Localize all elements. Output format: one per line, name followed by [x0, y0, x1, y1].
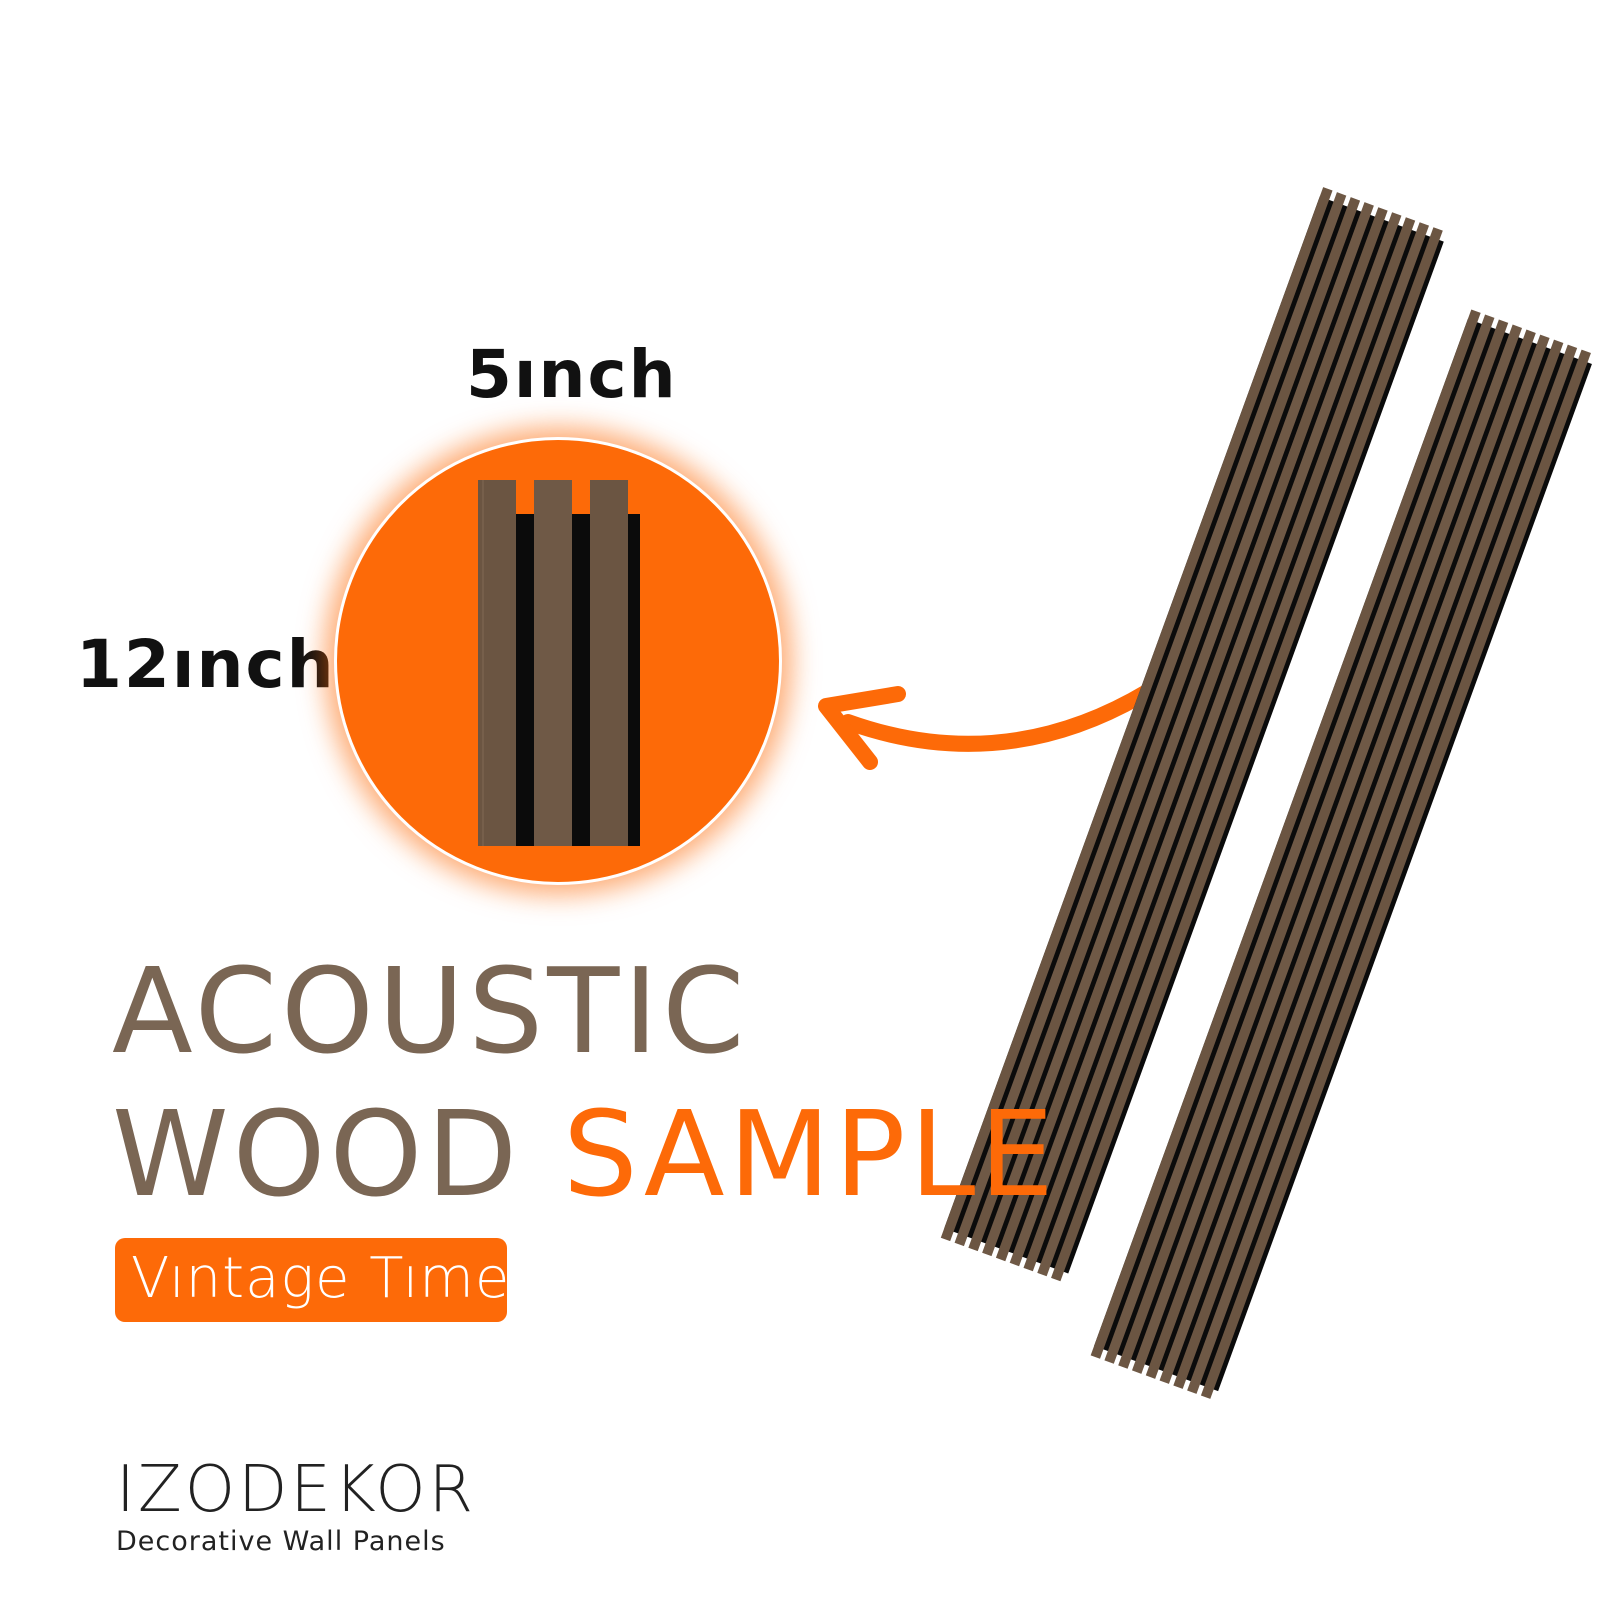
- brand-logo: IZODEKOR Decorative Wall Panels: [116, 1458, 476, 1555]
- panel-backing: [1094, 318, 1592, 1392]
- headline-wood: WOOD: [112, 1085, 522, 1223]
- variant-badge: Vıntage Tıme: [115, 1238, 511, 1322]
- width-dimension-label: 5ınch: [466, 336, 678, 413]
- headline-line-1: ACOUSTIC: [112, 942, 749, 1080]
- panel-slat: [1131, 324, 1523, 1374]
- sample-slat-grain: [482, 480, 484, 846]
- headline-accent: SAMPLE: [562, 1085, 1058, 1223]
- panel-slat: [1090, 309, 1481, 1359]
- panel-slat: [940, 187, 1333, 1242]
- panel-slat: [1159, 334, 1550, 1384]
- panel-slat: [1037, 222, 1430, 1277]
- panel-slat: [1200, 349, 1591, 1399]
- brand-tagline: Decorative Wall Panels: [116, 1526, 446, 1557]
- sample-notch-1: [516, 480, 534, 491]
- wood-slat-sample: [478, 480, 640, 846]
- height-dimension-label: 12ınch: [76, 626, 336, 703]
- headline-line-2: WOOD SAMPLE: [112, 1095, 1058, 1213]
- sample-slat-1: [478, 480, 516, 846]
- panel-slat: [1118, 319, 1509, 1369]
- panel-slat: [1145, 329, 1536, 1379]
- panel-slat: [1187, 344, 1578, 1394]
- arrow-head: [818, 686, 906, 770]
- sample-slat-2: [534, 480, 572, 846]
- panel-slat: [1009, 212, 1402, 1267]
- panel-slat: [1104, 314, 1495, 1364]
- arrow-shaft: [840, 676, 1168, 752]
- sample-notch-2: [572, 480, 590, 491]
- panel-slat: [1051, 227, 1443, 1282]
- panel-slat: [1023, 217, 1416, 1272]
- sample-slat-3: [590, 480, 628, 846]
- variant-name: Vıntage Tıme: [131, 1246, 511, 1311]
- acoustic-panel-2: [1090, 309, 1592, 1399]
- brand-name: IZODEKOR: [116, 1453, 477, 1527]
- panel-slat: [1173, 339, 1564, 1389]
